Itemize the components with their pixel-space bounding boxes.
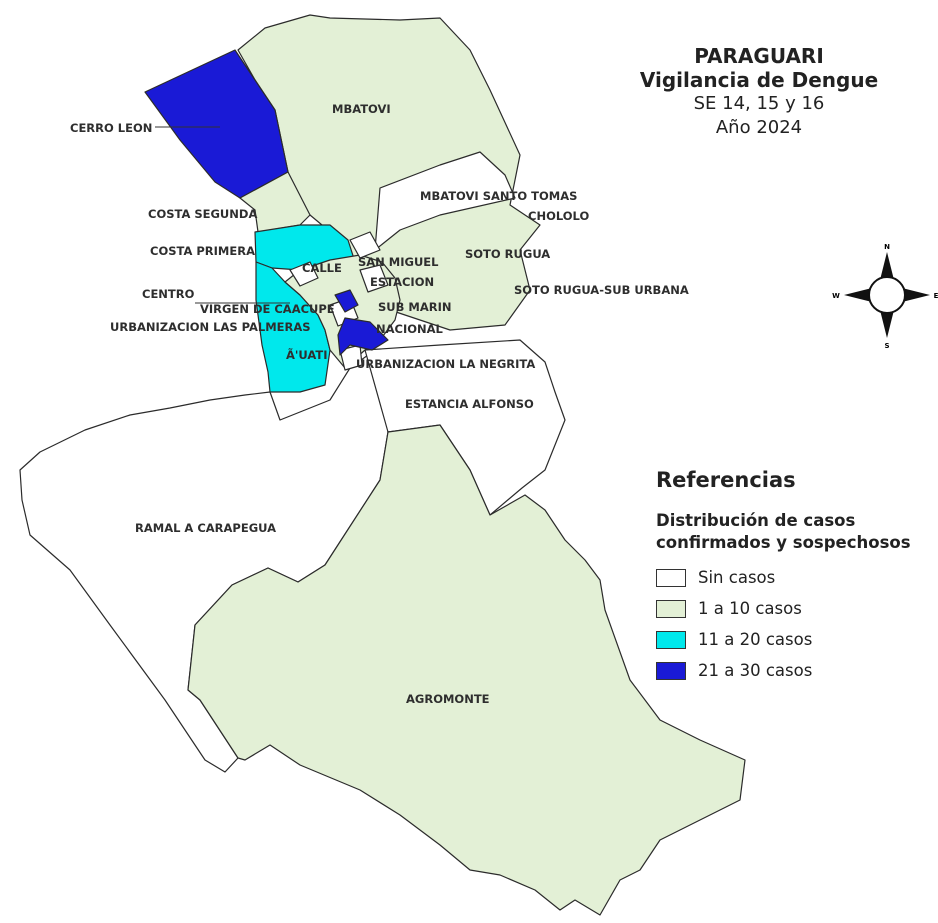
label-soto-rugua-sub-urbana: SOTO RUGUA-SUB URBANA bbox=[514, 283, 689, 297]
legend-subtitle-line1: Distribución de casos bbox=[656, 511, 856, 530]
map-title-block: PARAGUARI Vigilancia de Dengue SE 14, 15… bbox=[600, 44, 918, 140]
legend-subtitle: Distribución de casos confirmados y sosp… bbox=[656, 510, 938, 554]
legend-swatch bbox=[656, 599, 686, 618]
zone-calle bbox=[289, 261, 319, 287]
label-urb-la-negrita: URBANIZACION LA NEGRITA bbox=[356, 357, 535, 371]
label-virgen-caacupe: VIRGEN DE CAACUPE bbox=[200, 302, 335, 316]
map-subtitle: Vigilancia de Dengue bbox=[639, 68, 879, 92]
legend-item-label: 1 a 10 casos bbox=[698, 599, 802, 618]
label-cerro-leon: CERRO LEON bbox=[70, 121, 152, 135]
legend-item: 1 a 10 casos bbox=[656, 593, 938, 624]
legend-item: 11 a 20 casos bbox=[656, 624, 938, 655]
legend-swatch bbox=[656, 568, 686, 587]
zone-nacional-dark bbox=[337, 317, 389, 356]
north-arrow-icon: N S W E bbox=[832, 240, 938, 350]
legend-swatch bbox=[656, 630, 686, 649]
map-year: Año 2024 bbox=[715, 117, 803, 138]
label-nacional: NACIONAL bbox=[376, 322, 444, 336]
compass-s: S bbox=[884, 342, 889, 350]
label-estancia-alfonso: ESTANCIA ALFONSO bbox=[405, 397, 534, 411]
legend-item-label: 11 a 20 casos bbox=[698, 630, 813, 649]
label-auati: Ã'UATI bbox=[286, 347, 328, 362]
label-centro: CENTRO bbox=[142, 287, 195, 301]
zone-estacion-block bbox=[359, 264, 389, 293]
label-costa-segunda: COSTA SEGUNDA bbox=[148, 207, 257, 221]
zone-sub-marin-dark bbox=[334, 289, 359, 313]
map-title: PARAGUARI bbox=[694, 44, 824, 68]
legend-swatch bbox=[656, 661, 686, 680]
label-san-miguel: SAN MIGUEL bbox=[358, 255, 439, 269]
label-costa-primera: COSTA PRIMERA bbox=[150, 244, 255, 258]
label-chololo: CHOLOLO bbox=[528, 209, 589, 223]
compass-e: E bbox=[934, 292, 938, 300]
zone-la-negrita-block bbox=[339, 344, 363, 371]
legend-title: Referencias bbox=[656, 468, 796, 492]
zone-agromonte bbox=[187, 424, 746, 916]
compass-n: N bbox=[884, 243, 890, 251]
label-sub-marin: SUB MARIN bbox=[378, 300, 452, 314]
label-soto-rugua: SOTO RUGUA bbox=[465, 247, 550, 261]
legend-item: Sin casos bbox=[656, 562, 938, 593]
legend-subtitle-line2: confirmados y sospechosos bbox=[656, 533, 911, 552]
map-period: SE 14, 15 y 16 bbox=[693, 93, 825, 114]
map-legend: Referencias Distribución de casos confir… bbox=[656, 468, 938, 686]
label-mbatovi: MBATOVI bbox=[332, 102, 391, 116]
label-ramal-a-carapegua: RAMAL A CARAPEGUA bbox=[135, 521, 276, 535]
legend-item: 21 a 30 casos bbox=[656, 655, 938, 686]
zone-san-miguel-block bbox=[349, 231, 381, 259]
label-agromonte: AGROMONTE bbox=[406, 692, 490, 706]
legend-item-label: 21 a 30 casos bbox=[698, 661, 813, 680]
label-urb-las-palmeras: URBANIZACION LAS PALMERAS bbox=[110, 320, 311, 334]
compass-w: W bbox=[832, 292, 840, 300]
legend-item-label: Sin casos bbox=[698, 568, 776, 587]
label-calle: CALLE bbox=[302, 261, 342, 275]
label-mbatovi-santo-tomas: MBATOVI SANTO TOMAS bbox=[420, 189, 577, 203]
zone-mbatovi-santo-tomas bbox=[374, 151, 516, 251]
label-estacion: ESTACION bbox=[370, 275, 434, 289]
